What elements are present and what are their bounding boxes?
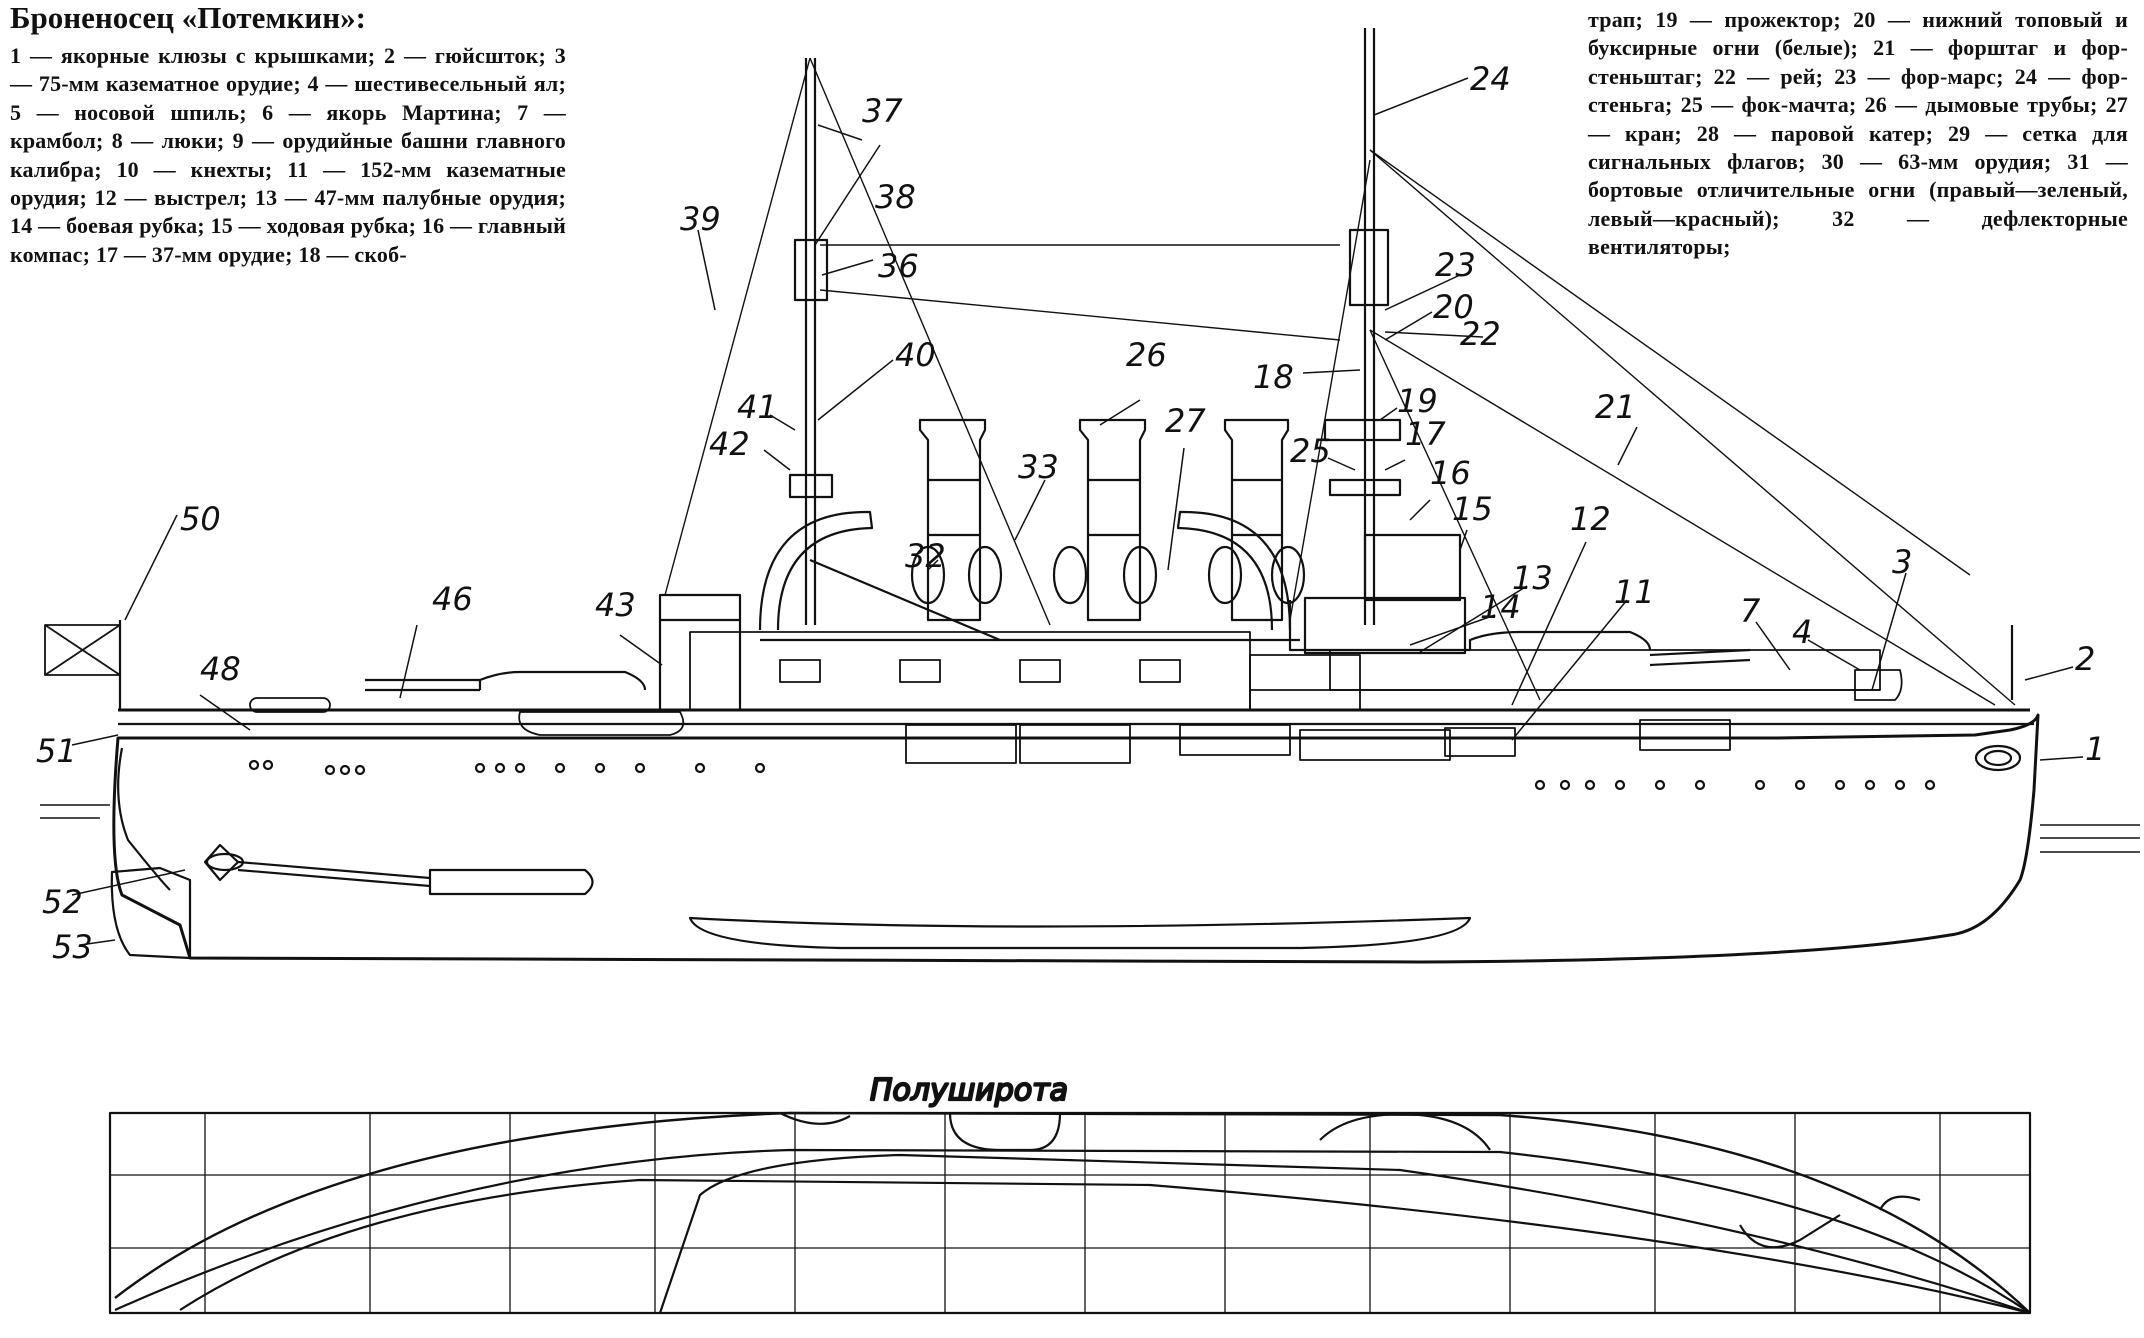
callout-2: 2 (2075, 640, 2095, 678)
callout-16: 16 (1430, 454, 1471, 492)
diagram-title: Броненосец «Потемкин»: (10, 0, 366, 35)
callout-48: 48 (200, 650, 241, 688)
callout-15: 15 (1452, 490, 1493, 528)
callout-37: 37 (862, 92, 903, 130)
water-lines (40, 804, 2140, 853)
callout-24: 24 (1470, 60, 1511, 98)
callout-39: 39 (680, 200, 721, 238)
callout-26: 26 (1126, 336, 1167, 374)
callout-7: 7 (1740, 592, 1761, 630)
callout-41: 41 (737, 388, 778, 426)
callout-19: 19 (1397, 382, 1438, 420)
callout-14: 14 (1480, 588, 1521, 626)
plan-title: Полуширота (870, 1073, 1068, 1108)
callout-43: 43 (595, 586, 636, 624)
callout-1: 1 (2085, 730, 2105, 768)
callout-3: 3 (1892, 543, 1912, 581)
callout-40: 40 (895, 336, 936, 374)
callout-22: 22 (1460, 315, 1501, 353)
callout-11: 11 (1614, 573, 1655, 611)
leader-lines (71, 77, 2084, 946)
half-breadth-plan (108, 1111, 2032, 1315)
callout-18: 18 (1253, 358, 1294, 396)
legend-left: 1 — якорные клюзы с крышками; 2 — гюйсшт… (10, 43, 566, 267)
callout-20: 20 (1433, 288, 1474, 326)
boats (249, 669, 1903, 736)
callout-38: 38 (875, 178, 916, 216)
callout-50: 50 (180, 500, 221, 538)
callout-33: 33 (1018, 448, 1059, 486)
callout-12: 12 (1570, 500, 1611, 538)
callout-4: 4 (1792, 613, 1812, 651)
callout-23: 23 (1435, 246, 1476, 284)
callout-32: 32 (905, 537, 946, 575)
rigging (664, 57, 2016, 706)
masts (118, 28, 2014, 710)
callout-46: 46 (432, 580, 473, 618)
callout-51: 51 (36, 732, 77, 770)
turrets (365, 630, 1751, 692)
callout-labels: 1234711121314151617181920212223242526273… (36, 60, 2105, 966)
callout-27: 27 (1165, 402, 1206, 440)
callout-53: 53 (52, 928, 93, 966)
legend-right: трап; 19 — прожектор; 20 — нижний топовы… (1588, 7, 2128, 260)
callout-17: 17 (1405, 415, 1446, 453)
boat-cranes (758, 510, 1292, 642)
callout-36: 36 (878, 247, 919, 285)
callout-21: 21 (1595, 388, 1636, 426)
funnels (910, 418, 1306, 622)
callout-13: 13 (1512, 559, 1553, 597)
callout-25: 25 (1290, 432, 1331, 470)
callout-52: 52 (42, 883, 83, 921)
hull (110, 708, 2040, 964)
callout-42: 42 (709, 425, 750, 463)
ensign-flag (44, 624, 121, 676)
superstructure (658, 533, 1470, 712)
